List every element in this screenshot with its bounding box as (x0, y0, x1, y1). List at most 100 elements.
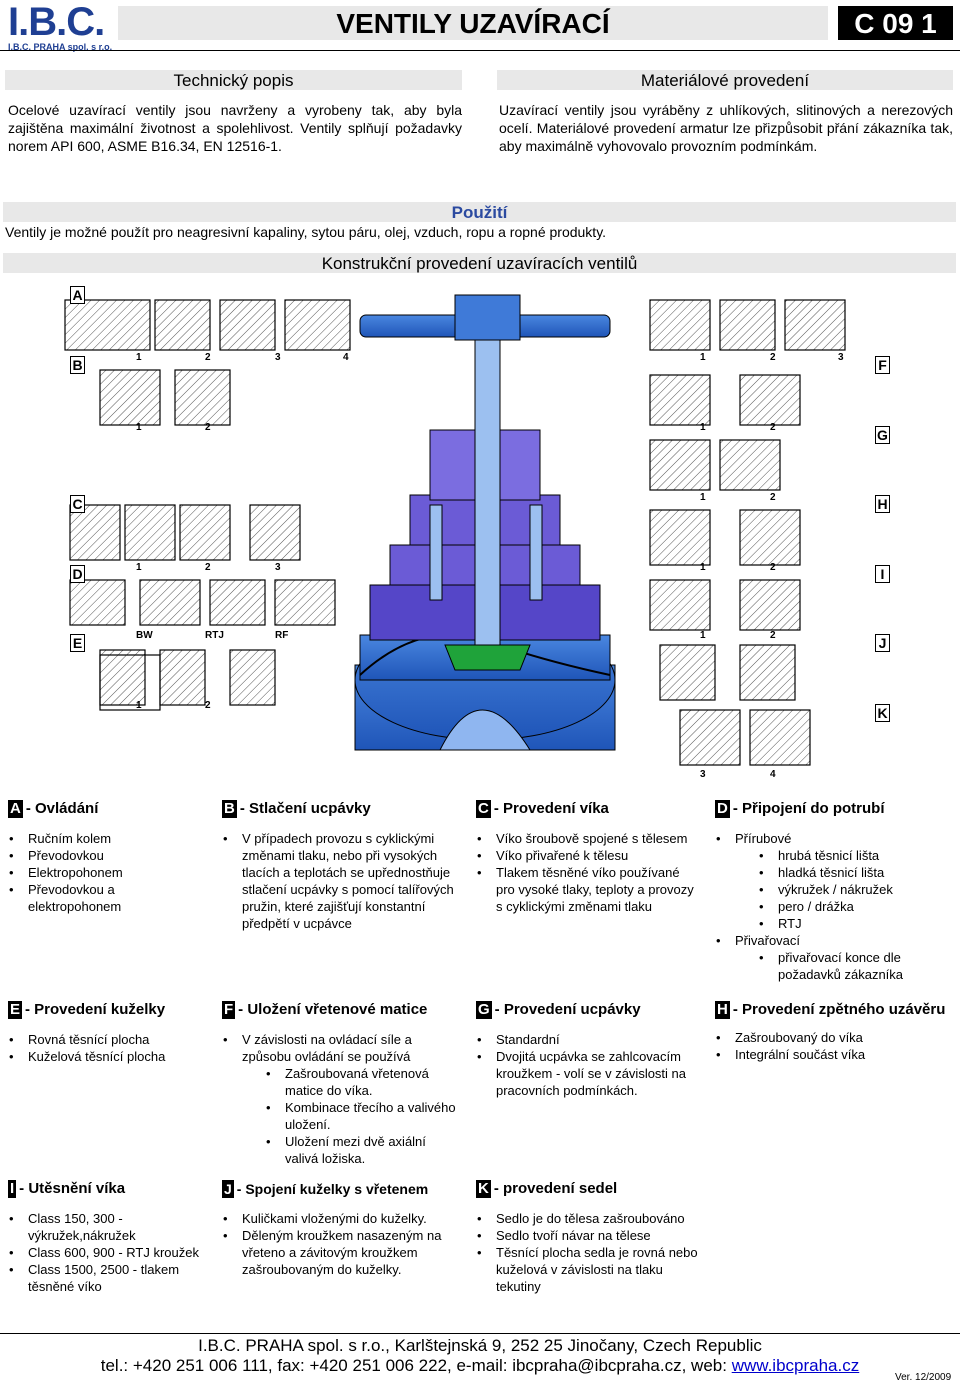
usage-text: Ventily je možné použít pro neagresivní … (5, 224, 607, 240)
footer-address: I.B.C. PRAHA spol. s r.o., Karlštejnská … (198, 1336, 762, 1355)
list-item: pero / drážka (759, 898, 955, 915)
list-item: Class 150, 300 - výkružek,nákružek (9, 1210, 208, 1244)
document-code: C 09 1 (838, 6, 953, 40)
section-letter: H (715, 1001, 730, 1019)
section-g: G- Provedení ucpávky Standardní Dvojitá … (476, 1001, 706, 1099)
list-item: hladká těsnicí lišta (759, 864, 955, 881)
section-title: - Provedení zpětného uzávěru (732, 1001, 946, 1018)
k-sub-3: 3 (700, 769, 706, 780)
list-item: Převodovkou (9, 847, 208, 864)
list-item: hrubá těsnicí lišta (759, 847, 955, 864)
section-letter: J (222, 1180, 234, 1198)
d-sub-3: 3 (275, 562, 281, 573)
diagram-label-h: H (875, 495, 890, 513)
right-details (649, 299, 846, 766)
f-sub-1: 1 (700, 352, 706, 363)
b-sub-1: 1 (136, 352, 142, 363)
list-item: Elektropohonem (9, 864, 208, 881)
b-sub-3: 3 (275, 352, 281, 363)
list-item: Kombinace třecího a valivého uložení. (266, 1099, 462, 1133)
list-item: Ručním kolem (9, 830, 208, 847)
list-item: Děleným kroužkem nasazeným na vřeteno a … (223, 1227, 467, 1278)
section-letter: A (8, 800, 23, 818)
footer-contact: tel.: +420 251 006 111, fax: +420 251 00… (0, 1356, 960, 1376)
f-sub-3: 3 (838, 352, 844, 363)
d-sub-1: 1 (136, 562, 142, 573)
list-item: Sedlo tvoří návar na tělese (477, 1227, 706, 1244)
footer-contact-text: tel.: +420 251 006 111, fax: +420 251 00… (100, 1356, 732, 1375)
diagram-label-c: C (70, 495, 85, 513)
usage-heading: Použití (3, 202, 956, 222)
logo-subtext: I.B.C. PRAHA spol. s r.o. (8, 42, 113, 52)
section-title: - Uložení vřetenové matice (238, 1001, 428, 1018)
diagram-label-k: K (875, 704, 890, 722)
section-title: - Ovládání (25, 800, 99, 817)
section-letter: B (222, 800, 237, 818)
diagram-label-i: I (875, 565, 890, 583)
section-title: - provedení sedel (493, 1180, 618, 1197)
list-item: Standardní (477, 1031, 706, 1048)
list-item: Zašroubovaný do víka (716, 1029, 955, 1046)
list-item: Dvojitá ucpávka se zahlcovacím kroužkem … (477, 1048, 706, 1099)
diagram-label-e: E (70, 634, 85, 652)
valve-construction-diagram: 1 2 3 4 1 2 1 2 3 BW RTJ RF 1 2 1 2 3 1 … (64, 294, 846, 780)
logo-text: I.B.C. (8, 0, 105, 44)
list-item: Zašroubovaná vřetenová matice do víka. (266, 1065, 462, 1099)
section-title: - Spojení kuželky s vřetenem (236, 1181, 429, 1197)
diagram-label-g: G (875, 426, 890, 444)
header-divider (0, 50, 960, 51)
list-item: Kuličkami vloženými do kuželky. (223, 1210, 467, 1227)
company-logo: I.B.C. I.B.C. PRAHA spol. s r.o. (8, 0, 113, 52)
list-item: Integrální součást víka (716, 1046, 955, 1063)
page-title: VENTILY UZAVÍRACÍ (118, 6, 828, 40)
d-sub-2: 2 (205, 562, 211, 573)
section-letter: K (476, 1180, 491, 1198)
technical-text: Ocelové uzavírací ventily jsou navrženy … (8, 102, 462, 154)
section-letter: C (476, 800, 491, 818)
i-sub-1: 1 (700, 562, 706, 573)
b-sub-4: 4 (343, 352, 349, 363)
construction-heading: Konstrukční provedení uzavíracích ventil… (3, 253, 956, 273)
f-sub-2: 2 (770, 352, 776, 363)
list-item: Class 1500, 2500 - tlakem těsněné víko (9, 1261, 208, 1295)
technical-heading: Technický popis (5, 70, 462, 90)
list-item: Rovná těsnící plocha (9, 1031, 208, 1048)
diagram-label-b: B (70, 356, 85, 374)
section-j: J- Spojení kuželky s vřetenem Kuličkami … (222, 1180, 467, 1278)
section-letter: F (222, 1001, 236, 1019)
list-item: Tlakem těsněné víko používané pro vysoké… (477, 864, 701, 915)
list-item: Kuželová těsnící plocha (9, 1048, 208, 1065)
e-sub-bw: BW (136, 630, 153, 641)
section-k: K- provedení sedel Sedlo je do tělesa za… (476, 1180, 706, 1295)
valve-body (354, 294, 616, 751)
list-item: výkružek / nákružek (759, 881, 955, 898)
section-b: B- Stlačení ucpávky V případech provozu … (222, 800, 462, 932)
section-i: I- Utěsnění víka Class 150, 300 - výkruž… (8, 1180, 208, 1295)
list-item: Uložení mezi dvě axiální valivá ložiska. (266, 1133, 462, 1167)
list-item: Sedlo je do tělesa zašroubováno (477, 1210, 706, 1227)
section-title: - Provedení ucpávky (494, 1001, 641, 1018)
section-c: C- Provedení víka Víko šroubově spojené … (476, 800, 701, 915)
e-sub-rtj: RTJ (205, 630, 224, 641)
list-item: Class 600, 900 - RTJ kroužek (9, 1244, 208, 1261)
g-sub-2: 2 (770, 422, 776, 433)
h-sub-1: 1 (700, 492, 706, 503)
footer-divider (0, 1333, 960, 1334)
section-title: - Provedení víka (493, 800, 609, 817)
section-f: F- Uložení vřetenové matice V závislosti… (222, 1001, 462, 1167)
list-item: přivařovací konce dle požadavků zákazník… (759, 949, 955, 983)
section-title: - Utěsnění víka (19, 1180, 126, 1197)
list-item: V závislosti na ovládací síle a způsobu … (223, 1031, 462, 1065)
e-sub-rf: RF (275, 630, 288, 641)
c-sub-1: 1 (136, 422, 142, 433)
h-sub-2: 2 (770, 492, 776, 503)
section-d: D- Připojení do potrubí Přírubové hrubá … (715, 800, 955, 983)
section-a: A- Ovládání Ručním kolem Převodovkou Ele… (8, 800, 208, 915)
left-details (64, 299, 351, 711)
list-item: Víko přivařené k tělesu (477, 847, 701, 864)
section-letter: D (715, 800, 730, 818)
b-sub-2: 2 (205, 352, 211, 363)
list-item: Převodovkou a elektropohonem (9, 881, 208, 915)
footer-web-link[interactable]: www.ibcpraha.cz (731, 1356, 860, 1375)
material-heading: Materiálové provedení (497, 70, 953, 90)
